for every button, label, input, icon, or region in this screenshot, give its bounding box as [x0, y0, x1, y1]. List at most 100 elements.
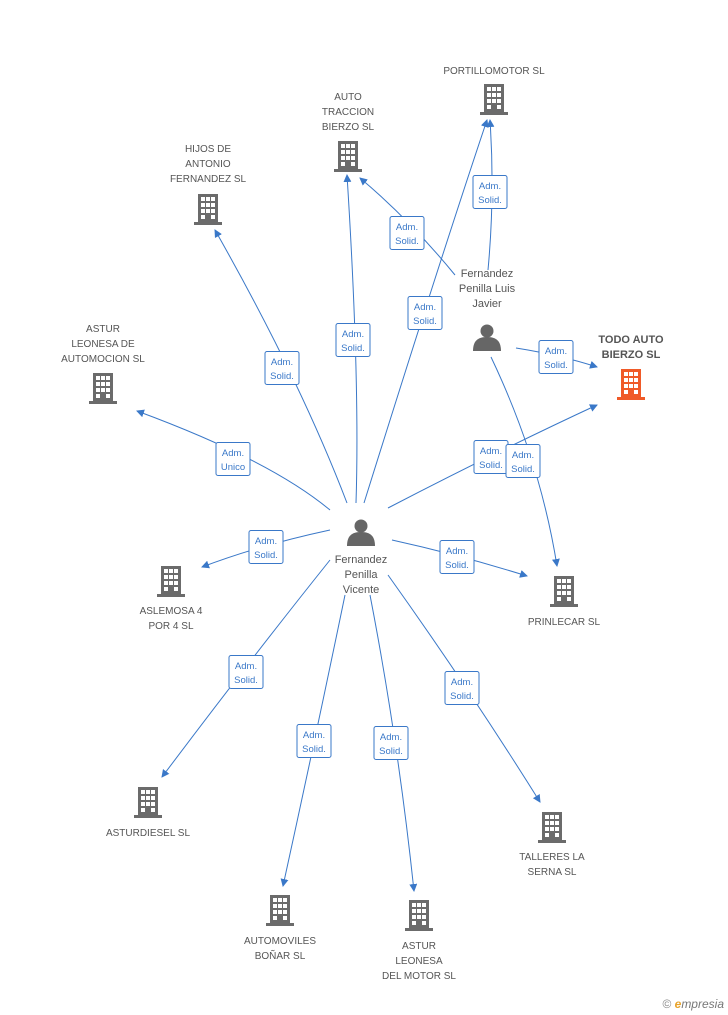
brand-initial: e [674, 997, 682, 1011]
company-node-astur_leonesa_automocion[interactable]: ASTUR LEONESA DE AUTOMOCION SL [61, 324, 145, 404]
building-icon [157, 566, 185, 597]
edge-label-box [264, 351, 300, 385]
edge-label-box [538, 340, 574, 374]
edge-label-box [296, 724, 332, 758]
company-node-prinlecar[interactable]: PRINLECAR SL [528, 576, 601, 628]
company-node-portillomotor[interactable]: PORTILLOMOTOR SL [443, 66, 545, 115]
footer-brand: © empresia [662, 997, 724, 1011]
edge-label-vicente-talleres[interactable]: Adm.Solid. [444, 671, 480, 705]
node-label-line: FERNANDEZ SL [170, 174, 247, 185]
edge-label-box [505, 444, 541, 478]
edge-label-vicente-hijos_antonio[interactable]: Adm.Solid. [264, 351, 300, 385]
edge-label-luis_javier-todo_auto[interactable]: Adm. Solid. [538, 340, 574, 374]
building-icon [480, 84, 508, 115]
edge-label-line: Adm. [479, 181, 501, 192]
edge-label-line: Solid. [478, 195, 502, 206]
edge-vicente-auto_traccion [343, 174, 358, 504]
edge-label-vicente-prinlecar[interactable]: Adm.Solid. [439, 540, 475, 574]
edge-label-line: Solid. [450, 691, 474, 702]
edge-label-luis_javier-portillomotor[interactable]: Adm. Solid. [472, 175, 508, 209]
building-icon [266, 895, 294, 926]
node-label-line: AUTO [334, 92, 362, 103]
node-label-line: Fernandez [335, 554, 388, 566]
edge-label-line: Adm. [303, 730, 325, 741]
node-label-line: LEONESA [395, 956, 443, 967]
edge-label-vicente-portillomotor[interactable]: Adm.Solid. [407, 296, 443, 330]
node-label-line: Fernandez [461, 268, 514, 280]
node-label-line: ASTUR [86, 324, 120, 335]
edge-label-vicente-todo_auto[interactable]: Adm. Solid. [473, 440, 509, 474]
edge-label-box [407, 296, 443, 330]
building-icon [194, 194, 222, 225]
node-label-line: Penilla [344, 569, 378, 581]
person-icon [347, 519, 375, 546]
edge-label-line: Adm. [396, 222, 418, 233]
edge-label-vicente-auto_traccion[interactable]: Adm.Solid. [335, 323, 371, 357]
company-node-aslemosa[interactable]: ASLEMOSA 4 POR 4 SL [140, 566, 203, 632]
copyright-symbol: © [662, 997, 672, 1011]
building-icon [334, 141, 362, 172]
edge-label-line: Solid. [395, 236, 419, 247]
company-node-asturdiesel[interactable]: ASTURDIESEL SL [106, 787, 191, 839]
edge-label-box [248, 530, 284, 564]
node-label-line: TODO AUTO [598, 334, 664, 346]
edge-label-luis_javier-auto_traccion[interactable]: Adm. Solid. [389, 216, 425, 250]
edge-label-line: Solid. [234, 675, 258, 686]
edge-label-line: Solid. [413, 316, 437, 327]
node-label-line: BOÑAR SL [255, 949, 306, 962]
node-label-line: Javier [472, 298, 502, 310]
edge-label-line: Adm. [545, 346, 567, 357]
edge-label-box [472, 175, 508, 209]
edge-label-box [444, 671, 480, 705]
node-label-line: Penilla Luis [459, 283, 516, 295]
edge-label-line: Solid. [479, 460, 503, 471]
edge-label-vicente-astur_leonesa_motor[interactable]: Adm.Solid. [373, 726, 409, 760]
edge-label-vicente-astur_leonesa_automocion[interactable]: Adm.Unico [215, 442, 251, 476]
building-icon [538, 812, 566, 843]
building-icon [617, 369, 645, 400]
edge-label-box [389, 216, 425, 250]
person-icon [473, 324, 501, 351]
node-label-line: BIERZO SL [602, 349, 661, 361]
edge-label-line: Adm. [235, 661, 257, 672]
edge-label-vicente-aslemosa[interactable]: Adm.Solid. [248, 530, 284, 564]
edge-label-vicente-asturdiesel[interactable]: Adm. Solid. [228, 655, 264, 689]
edge-label-luis_javier-prinlecar[interactable]: Adm.Solid. [505, 444, 541, 478]
company-node-astur_leonesa_motor[interactable]: ASTUR LEONESA DEL MOTOR SL [382, 900, 456, 982]
node-label-line: LEONESA DE [71, 339, 135, 350]
edge-label-line: Adm. [255, 536, 277, 547]
edge-label-line: Solid. [445, 560, 469, 571]
edge-label-line: Adm. [380, 732, 402, 743]
edge-label-line: Solid. [341, 343, 365, 354]
edge-label-box [335, 323, 371, 357]
building-icon [134, 787, 162, 818]
edge-vicente-astur_leonesa_automocion [136, 409, 331, 511]
node-label-line: ASTURDIESEL SL [106, 828, 191, 839]
node-label-line: POR 4 SL [148, 621, 193, 632]
node-label-line: TRACCION [322, 107, 374, 118]
edge-label-line: Adm. [512, 450, 534, 461]
company-node-automoviles[interactable]: AUTOMOVILES BOÑAR SL [244, 895, 316, 962]
edge-label-line: Solid. [544, 360, 568, 371]
node-label-line: HIJOS DE [185, 144, 231, 155]
node-label-line: AUTOMOVILES [244, 936, 316, 947]
node-label-line: ASLEMOSA 4 [140, 606, 203, 617]
edge-label-line: Solid. [270, 371, 294, 382]
edge-label-vicente-automoviles[interactable]: Adm.Solid. [296, 724, 332, 758]
edge-label-line: Adm. [480, 446, 502, 457]
edge-label-line: Unico [221, 462, 245, 473]
node-label-line: PRINLECAR SL [528, 617, 601, 628]
node-label-line: DEL MOTOR SL [382, 971, 456, 982]
node-label-line: Vicente [343, 584, 380, 596]
edge-label-box [215, 442, 251, 476]
edge-vicente-portillomotor [363, 119, 489, 504]
node-label-line: AUTOMOCION SL [61, 354, 145, 365]
node-label-line: ASTUR [402, 941, 436, 952]
company-node-todo_auto[interactable]: TODO AUTO BIERZO SL [598, 334, 664, 400]
